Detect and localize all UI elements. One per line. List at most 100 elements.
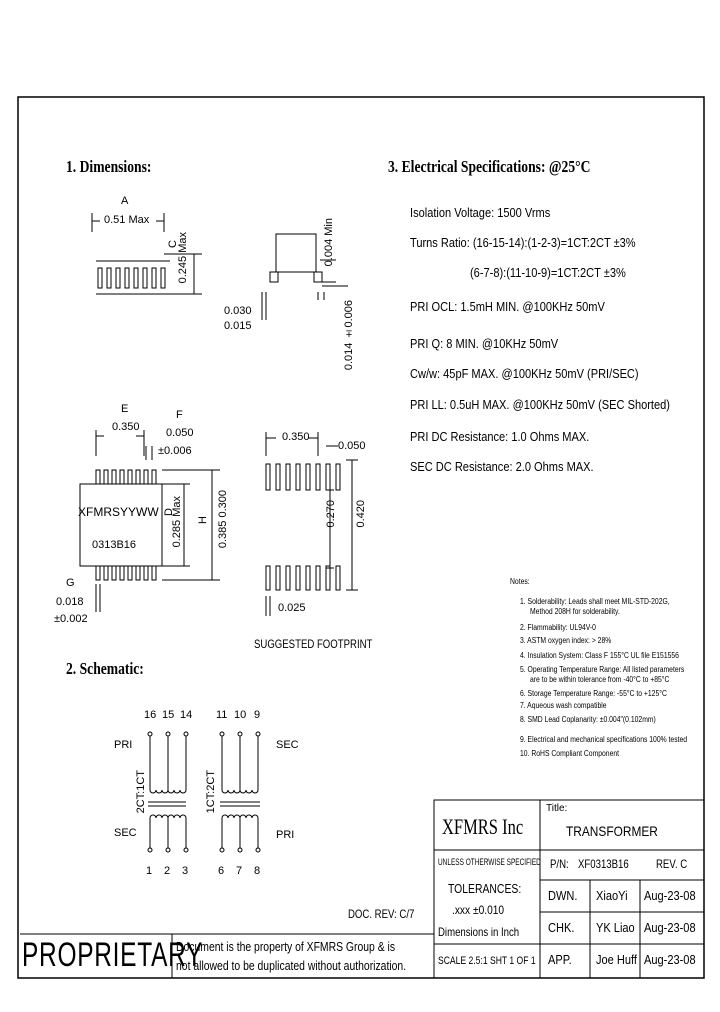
- dim-g-value2: ±0.002: [54, 613, 88, 625]
- footprint-pad: [275, 463, 281, 491]
- electrical-spec-line: PRI OCL: 1.5mH MIN. @100KHz 50mV: [410, 299, 605, 314]
- lead-pin: [119, 469, 125, 485]
- electrical-spec-line: Isolation Voltage: 1500 Vrms: [410, 205, 551, 220]
- electrical-spec-line: PRI DC Resistance: 1.0 Ohms MAX.: [410, 429, 590, 444]
- note-item: 2. Flammability: UL94V-0: [520, 623, 596, 632]
- footprint-pad: [285, 565, 291, 591]
- company-name: XFMRS Inc: [442, 814, 524, 839]
- pin-terminal: [237, 731, 243, 737]
- lead-pin: [95, 469, 101, 485]
- note-item: 9. Electrical and mechanical specificati…: [520, 735, 688, 744]
- electrical-spec-line: (6-7-8):(11-10-9)=1CT:2CT ±3%: [470, 265, 626, 280]
- pin-number: 1: [146, 865, 153, 877]
- dim-e-value: 0.350: [112, 421, 140, 433]
- dim-a-value: 0.51 Max: [104, 214, 150, 226]
- dimensions-unit: Dimensions in Inch: [438, 925, 520, 939]
- pin-number: 2: [164, 865, 171, 877]
- front-view: [79, 430, 220, 612]
- signoff-name: XiaoYi: [596, 888, 628, 903]
- footprint-pad: [305, 463, 311, 491]
- pin-terminal: [165, 847, 171, 853]
- note-item: Method 208H for solderability.: [530, 607, 620, 616]
- electrical-heading: 3. Electrical Specifications: @25°C: [388, 157, 591, 176]
- note-item: 3. ASTM oxygen index: > 28%: [520, 636, 612, 645]
- pin-terminal: [219, 847, 225, 853]
- marking-line2: 0313B16: [92, 539, 137, 551]
- lead-pin: [135, 565, 141, 581]
- pin-terminal: [183, 847, 189, 853]
- title-block-lines: [20, 799, 705, 979]
- pin-number: 9: [254, 709, 261, 721]
- label-pri-left: PRI: [114, 739, 133, 751]
- pin-terminal: [219, 731, 225, 737]
- doc-rev: DOC. REV: C/7: [348, 907, 415, 921]
- signoff-date: Aug-23-08: [644, 920, 696, 935]
- lead-pin: [106, 267, 112, 289]
- note-item: 10. RoHS Compliant Component: [520, 749, 620, 758]
- lead-pin: [151, 469, 157, 485]
- dim-f-value2: ±0.006: [158, 445, 192, 457]
- label-pri-right: PRI: [276, 829, 295, 841]
- dim-g-label: G: [66, 577, 75, 589]
- lead-pin: [97, 267, 103, 289]
- lead-pin: [135, 469, 141, 485]
- fp-pad: 0.050: [338, 440, 366, 452]
- lead-pin: [151, 267, 157, 289]
- electrical-spec-line: Turns Ratio: (16-15-14):(1-2-3)=1CT:2CT …: [410, 235, 636, 250]
- notes-title: Notes:: [510, 577, 530, 586]
- proprietary-text-2: not allowed to be duplicated without aut…: [176, 958, 407, 973]
- side-view: [261, 233, 348, 320]
- marking-line1: XFMRSYYWW: [78, 505, 159, 519]
- lead-pin: [103, 469, 109, 485]
- dimensions-heading: 1. Dimensions:: [66, 157, 152, 176]
- footprint-pad: [265, 565, 271, 591]
- electrical-spec-line: PRI LL: 0.5uH MAX. @100KHz 50mV (SEC Sho…: [410, 397, 670, 412]
- pin-number: 3: [182, 865, 189, 877]
- lead-pin: [142, 267, 148, 289]
- pin-number: 10: [234, 709, 247, 721]
- pin-number: 6: [218, 865, 225, 877]
- footprint-pad: [335, 463, 341, 491]
- side-foot: 0.014 ±0.006: [343, 300, 355, 371]
- dim-g-value1: 0.018: [56, 596, 84, 608]
- lead-pin: [127, 469, 133, 485]
- pin-number: 7: [236, 865, 243, 877]
- fp-width: 0.025: [278, 602, 306, 614]
- lead-pin: [143, 565, 149, 581]
- fp-caption: SUGGESTED FOOTPRINT: [254, 637, 373, 651]
- lead-pin: [115, 267, 121, 289]
- pn-label: P/N:: [550, 857, 569, 871]
- lead-pin: [111, 469, 117, 485]
- lead-pin: [124, 267, 130, 289]
- signoff-label: APP.: [548, 952, 572, 967]
- footprint-pad: [295, 565, 301, 591]
- footprint-pad: [325, 463, 331, 491]
- dim-c-value: 0.245 Max: [177, 232, 189, 284]
- dim-h-value: 0.385 0.300: [217, 490, 229, 549]
- pin-terminal: [147, 731, 153, 737]
- footprint: [265, 432, 358, 616]
- dim-f-label: F: [176, 409, 183, 421]
- note-item: 8. SMD Lead Coplanarity: ±0.004"(0.102mm…: [520, 715, 656, 724]
- pin-terminal: [255, 847, 261, 853]
- electrical-spec-line: PRI Q: 8 MIN. @10KHz 50mV: [410, 336, 559, 351]
- electrical-spec-line: SEC DC Resistance: 2.0 Ohms MAX.: [410, 459, 594, 474]
- fp-inner: 0.270: [325, 500, 337, 528]
- pin-number: 11: [216, 709, 228, 721]
- footprint-pad: [295, 463, 301, 491]
- signoff-date: Aug-23-08: [644, 888, 696, 903]
- pin-terminal: [255, 731, 261, 737]
- revision: REV. C: [656, 857, 688, 871]
- pin-number: 14: [180, 709, 193, 721]
- ratio-left: 2CT:1CT: [135, 770, 147, 814]
- tolerance-value: .xxx ±0.010: [452, 903, 505, 917]
- side-lead2: 0.015: [224, 320, 252, 332]
- footprint-pad: [265, 463, 271, 491]
- lead-pin: [111, 565, 117, 581]
- footprint-pad: [335, 565, 341, 591]
- winding-coil: [149, 814, 187, 819]
- pin-terminal: [165, 731, 171, 737]
- pin-number: 15: [162, 709, 175, 721]
- label-sec-right: SEC: [276, 739, 299, 751]
